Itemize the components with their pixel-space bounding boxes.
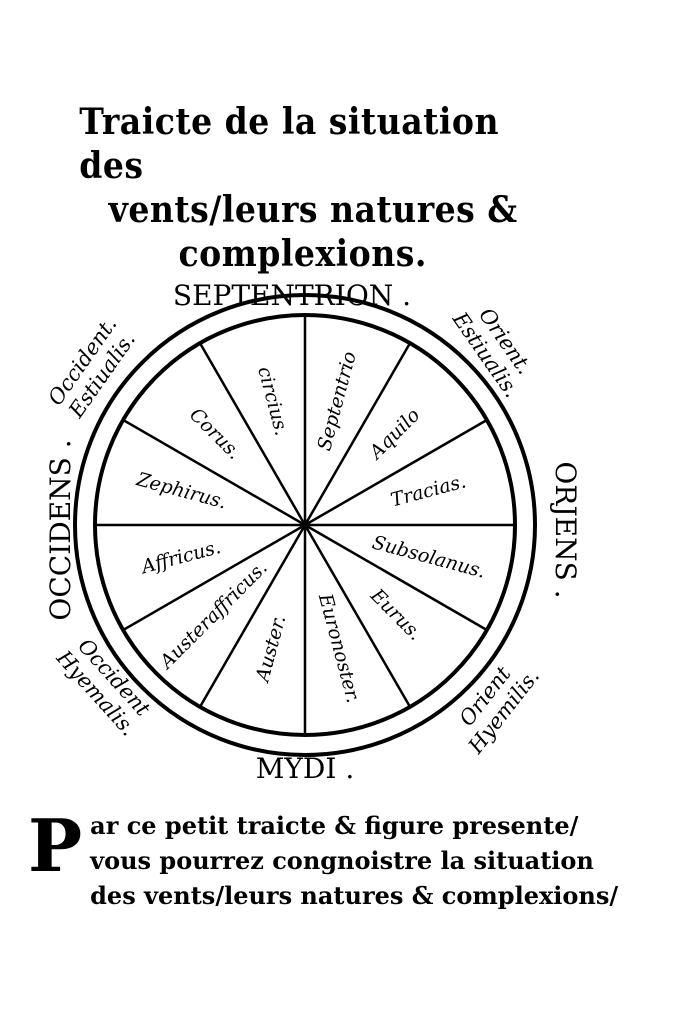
west-label: OCCIDENS . [44, 439, 77, 620]
wind-label: Corus. [185, 404, 245, 464]
north-label: SEPTENTRION . [173, 279, 411, 312]
drop-cap: P [28, 803, 83, 888]
wind-label: Eurus. [365, 584, 426, 645]
wind-label: Austeraffricus. [154, 557, 272, 675]
wind-label: circius. [253, 364, 293, 438]
title-line-1: Traicte de la situation des [79, 101, 500, 187]
spoke [304, 418, 488, 527]
spoke [198, 342, 307, 526]
page-title: Traicte de la situation des vents/leurs … [70, 100, 567, 276]
wind-label: Aquilo [364, 404, 425, 465]
wind-label: Zephirus. [133, 468, 229, 513]
caption-line-2: vous pourrez congnoistre la situation [90, 846, 594, 875]
spokes [95, 315, 515, 735]
south-label: MYDI . [256, 752, 354, 785]
spoke [122, 523, 306, 632]
spoke [122, 418, 306, 527]
wind-label: Euronoster. [314, 590, 364, 705]
spoke [198, 524, 307, 708]
caption-paragraph: P ar ce petit traicte & figure presente/… [28, 808, 628, 913]
title-line-3: complexions. [178, 233, 427, 275]
outer-rim [73, 293, 537, 757]
spoke [304, 523, 488, 632]
wind-label: Septentrio [313, 349, 361, 453]
east-label: ORJENS . [549, 461, 582, 598]
spoke [303, 524, 412, 708]
wind-label: Affricus. [137, 536, 223, 579]
wind-label: Subsolanus. [370, 531, 488, 582]
corner-northwest: Occident. Estiualis. [43, 312, 140, 422]
spoke [303, 342, 412, 526]
caption-line-3: des vents/leurs natures & complexions/ [90, 881, 619, 910]
title-line-2: vents/leurs natures & [108, 189, 518, 231]
wind-label: Auster. [251, 613, 290, 686]
wind-label: Tracias. [388, 470, 468, 511]
caption-line-1: ar ce petit traicte & figure presente/ [90, 811, 579, 840]
